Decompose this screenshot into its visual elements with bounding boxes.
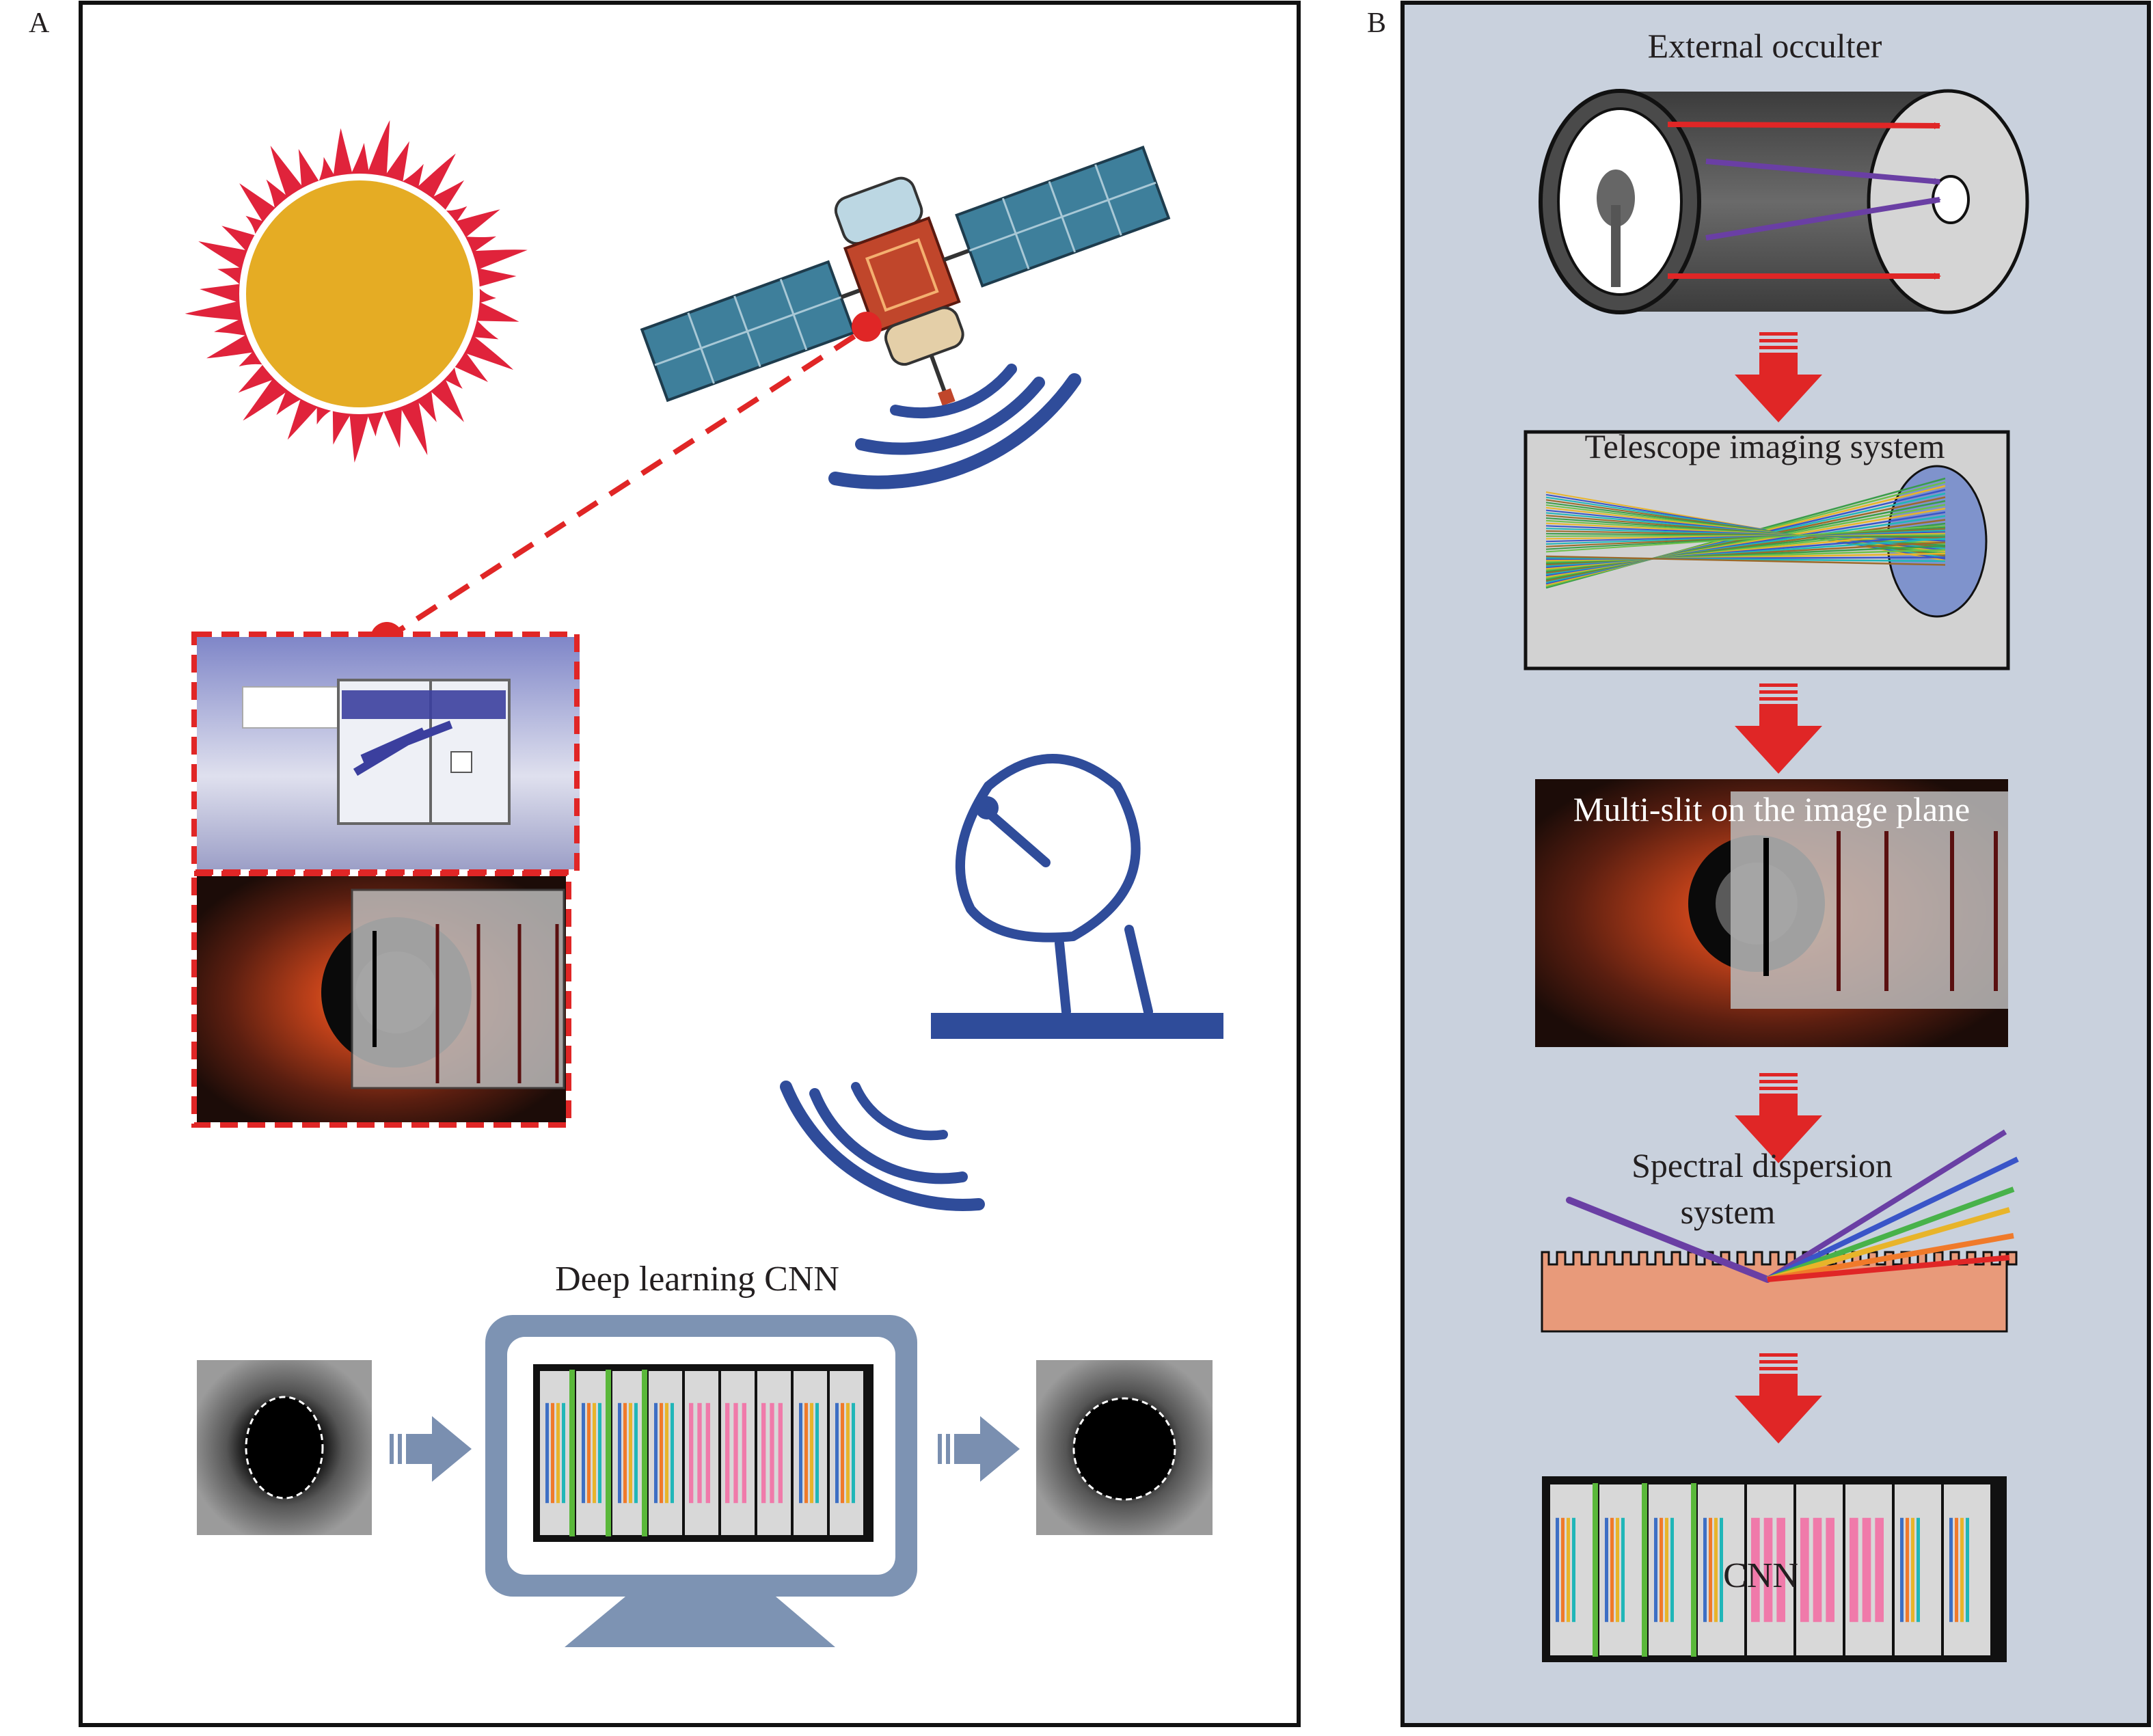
solar-panel-right [955,146,1171,288]
multi-slit-image [1535,779,2008,1047]
panel-b-letter: B [1367,8,1387,39]
telescope-title: Telescope imaging system [1584,427,1945,465]
panel-a-letter: A [29,8,50,39]
diffraction-grating-icon [1541,1129,2019,1333]
cnn-block [1542,1476,2007,1662]
connector-dashed [394,334,856,635]
output-arrow [938,1416,1020,1482]
dispersion-title-line2: system [1680,1193,1776,1231]
satellite-icon [640,146,1171,406]
reconstructed-output-image [1036,1360,1213,1535]
inset-border-bottom [191,871,571,1128]
inset-border-top [191,632,580,875]
input-arrow [390,1416,472,1482]
sun-icon [185,120,528,463]
signal-wave-icon-ground [780,1081,985,1211]
dispersion-title: Spectral dispersion [1631,1146,1893,1184]
instrument-marker-satellite [852,312,882,342]
occulter-cylinder-icon [1539,89,2029,314]
telescope-imaging-box [1524,430,2010,670]
monitor-icon [485,1315,917,1647]
dish-antenna-icon [931,754,1223,1039]
cnn-label: CNN [1723,1556,1798,1595]
signal-wave-icon [828,364,1081,489]
satellite-body [834,176,964,406]
occulter-title: External occulter [1647,27,1882,65]
flow-arrows [1735,332,1822,1443]
instrument-inset [197,637,580,1122]
occulted-input-image [197,1360,372,1535]
multi-slit-title: Multi-slit on the image plane [1573,790,1971,828]
cnn-title: Deep learning CNN [555,1260,839,1299]
